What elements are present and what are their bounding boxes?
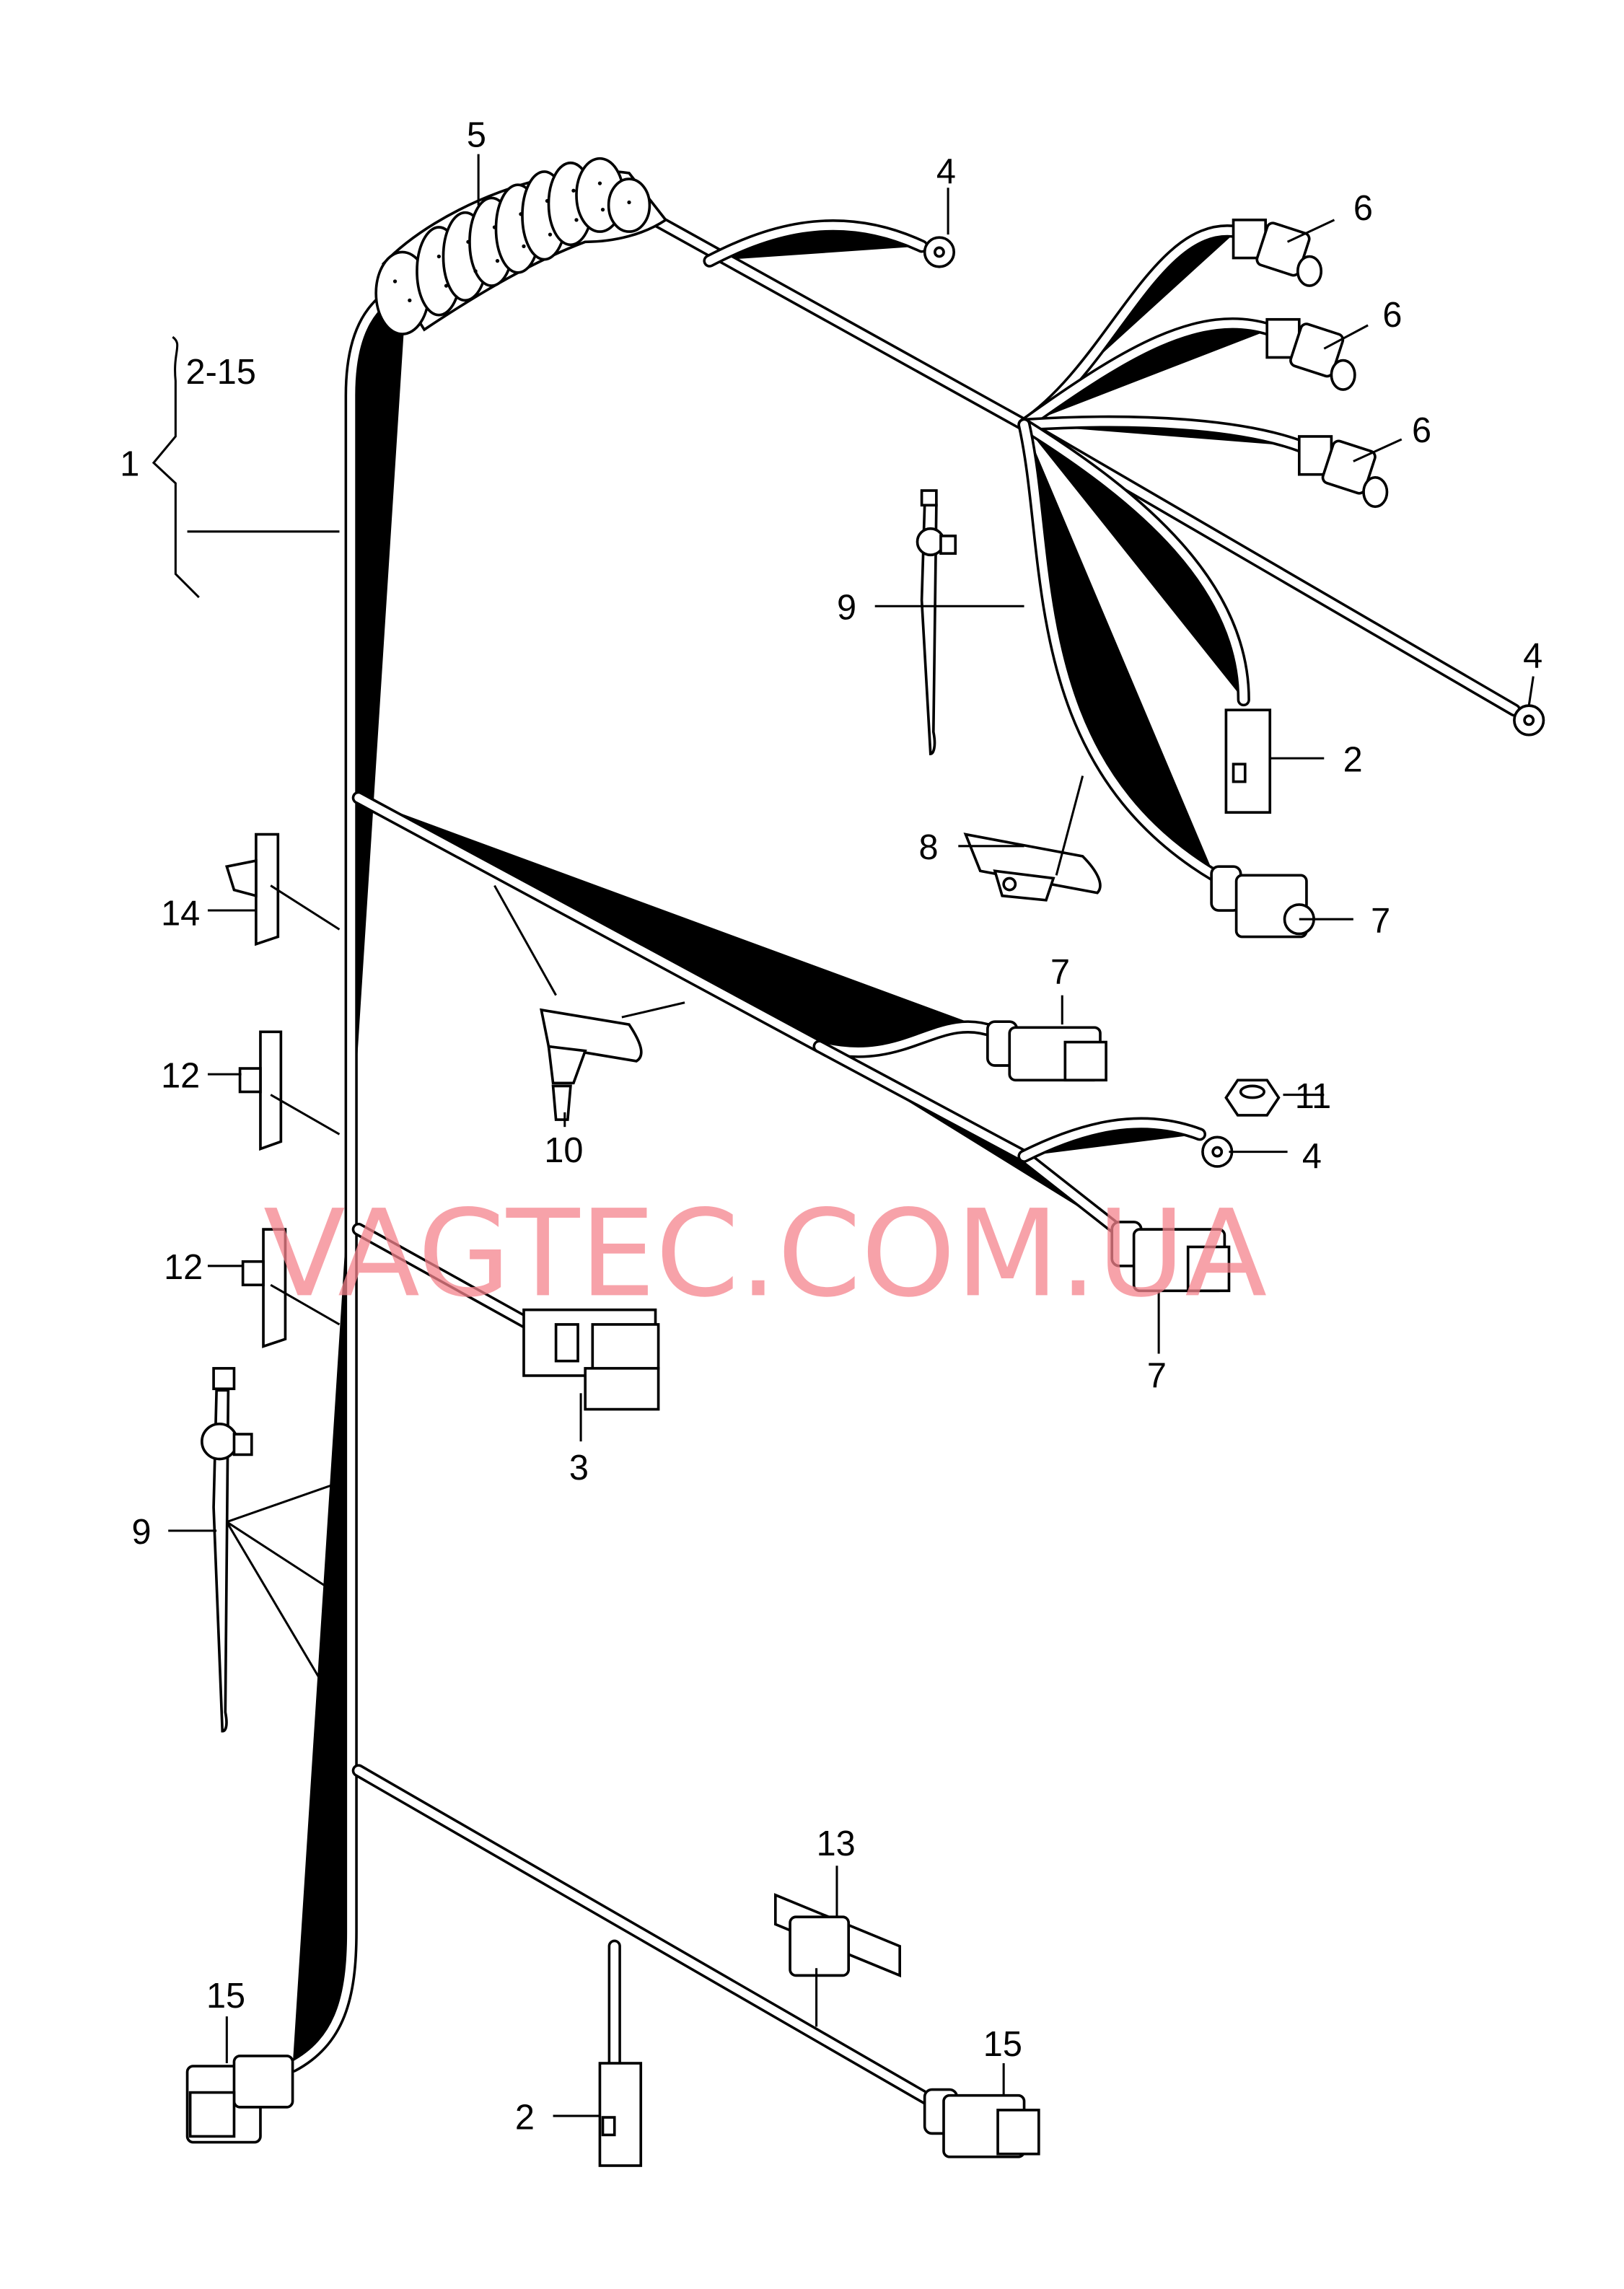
- callout: 2: [1343, 740, 1363, 779]
- connector-15: [185, 2055, 294, 2144]
- callout: 2-15: [186, 353, 256, 392]
- connector-6: [1265, 317, 1356, 391]
- callout: 13: [817, 1824, 856, 1863]
- cable-tie: [916, 489, 957, 755]
- protective-sleeve-coil: [374, 157, 668, 335]
- callout-labels: 2-15 1 5 4 6 6 6 9 4 2 8 7 7 11 4 10 14 …: [120, 115, 1542, 2137]
- leader-lines: [152, 154, 1535, 2117]
- clip-12: [238, 1030, 283, 1151]
- connector-3: [522, 1308, 660, 1411]
- callout: 14: [161, 894, 200, 933]
- callout: 4: [936, 152, 956, 191]
- callout: 7: [1371, 901, 1390, 940]
- ring-terminal: [923, 236, 956, 268]
- callout: 5: [467, 115, 486, 154]
- callout: 11: [1295, 1077, 1332, 1116]
- connector-15: [923, 2088, 1040, 2158]
- ring-terminal: [1513, 704, 1545, 737]
- callout: 6: [1353, 189, 1373, 228]
- callout: 15: [983, 2025, 1022, 2064]
- callout: 4: [1302, 1137, 1322, 1176]
- connector-6: [1232, 219, 1323, 287]
- bracket-8: [963, 832, 1102, 902]
- connector-7: [1210, 865, 1315, 939]
- callout: 12: [164, 1248, 203, 1287]
- connector-2: [1224, 708, 1272, 814]
- harness-wires: [293, 220, 1514, 2104]
- holder-13: [773, 1893, 902, 1978]
- callout: 6: [1412, 411, 1431, 450]
- callout: 4: [1523, 636, 1542, 675]
- callout: 8: [919, 828, 939, 867]
- callout: 6: [1382, 296, 1402, 335]
- callout: 7: [1147, 1356, 1167, 1395]
- callout: 3: [569, 1449, 589, 1488]
- cable-tie: [201, 1366, 253, 1733]
- clip-14: [224, 832, 280, 946]
- hex-nut: [1224, 1078, 1281, 1117]
- callout: 1: [120, 445, 139, 484]
- callout: 10: [544, 1131, 583, 1170]
- connector-7: [986, 1020, 1107, 1082]
- callout: 2: [515, 2098, 535, 2137]
- ring-terminal: [1201, 1135, 1234, 1168]
- callout: 9: [132, 1513, 152, 1552]
- callout: 9: [837, 588, 856, 627]
- connector-2: [598, 2062, 643, 2167]
- callout: 12: [161, 1056, 200, 1095]
- watermark: VAGTEC.COM.UA: [263, 1185, 1267, 1324]
- callout: 15: [206, 1977, 245, 2016]
- clip-10: [540, 1008, 643, 1121]
- callout: 7: [1050, 952, 1070, 991]
- connector-7: [1110, 1221, 1231, 1293]
- connector-6: [1297, 435, 1389, 509]
